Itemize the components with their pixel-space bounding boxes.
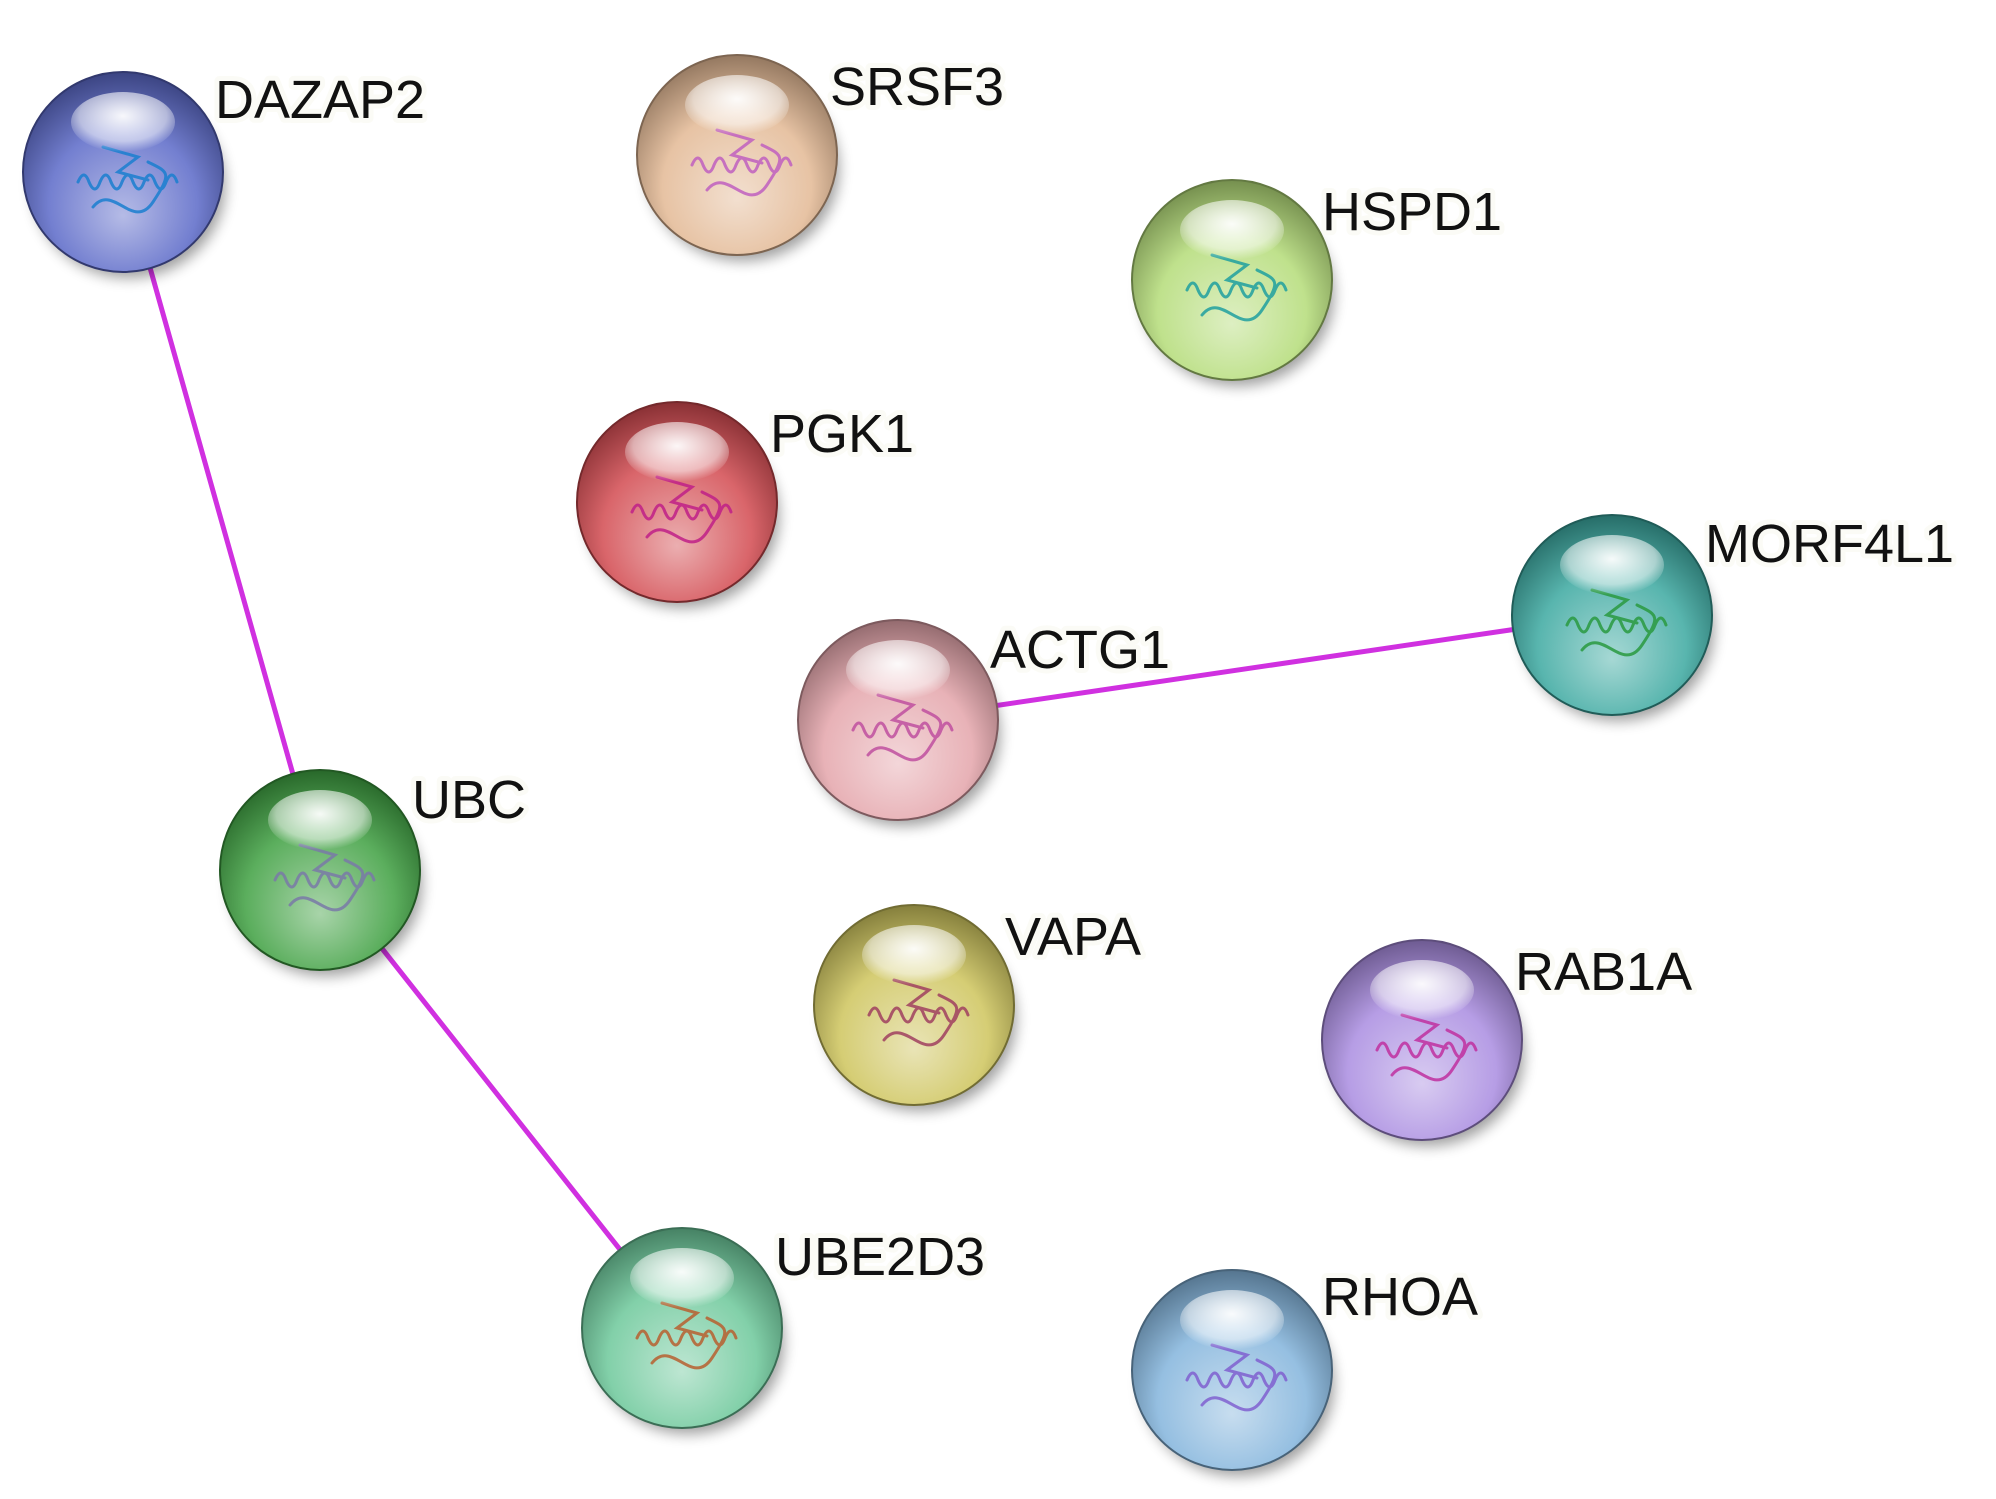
node-label-pgk1: PGK1 — [770, 404, 914, 464]
node-actg1[interactable]: ACTG1 — [797, 615, 1175, 826]
node-highlight — [71, 92, 175, 152]
protein-structure-icon — [867, 978, 970, 1047]
node-ube2d3[interactable]: UBE2D3 — [581, 1222, 990, 1434]
node-highlight — [1370, 960, 1474, 1020]
node-morf4l1[interactable]: MORF4L1 — [1511, 509, 1959, 721]
protein-structure-icon — [851, 693, 954, 762]
node-label-vapa: VAPA — [1005, 907, 1141, 967]
node-highlight — [1180, 200, 1284, 260]
node-label-dazap2: DAZAP2 — [215, 70, 425, 130]
node-highlight — [630, 1248, 734, 1308]
node-dazap2[interactable]: DAZAP2 — [22, 65, 430, 278]
protein-structure-icon — [1565, 588, 1668, 657]
node-label-ubc: UBC — [412, 770, 526, 830]
node-rhoa[interactable]: RHOA — [1131, 1262, 1483, 1476]
node-label-rab1a: RAB1A — [1515, 942, 1692, 1002]
node-label-morf4l1: MORF4L1 — [1705, 514, 1954, 574]
node-hspd1[interactable]: HSPD1 — [1131, 177, 1507, 386]
node-highlight — [268, 790, 372, 850]
node-vapa[interactable]: VAPA — [813, 902, 1146, 1111]
edge-dazap2-ubc[interactable] — [120, 169, 323, 873]
node-label-hspd1: HSPD1 — [1322, 182, 1502, 242]
node-highlight — [625, 422, 729, 482]
edge-actg1-morf4l1[interactable] — [895, 612, 1615, 723]
node-label-ube2d3: UBE2D3 — [775, 1227, 985, 1287]
node-pgk1[interactable]: PGK1 — [576, 399, 919, 608]
protein-structure-icon — [630, 475, 733, 544]
node-highlight — [1180, 1290, 1284, 1350]
node-highlight — [846, 640, 950, 700]
node-highlight — [685, 75, 789, 135]
protein-structure-icon — [1185, 253, 1288, 322]
protein-structure-icon — [1185, 1343, 1288, 1412]
node-srsf3[interactable]: SRSF3 — [636, 52, 1009, 261]
protein-structure-icon — [76, 145, 179, 214]
protein-structure-icon — [273, 843, 376, 912]
node-label-srsf3: SRSF3 — [830, 57, 1004, 117]
protein-structure-icon — [635, 1301, 738, 1370]
node-ubc[interactable]: UBC — [219, 765, 531, 976]
node-highlight — [1560, 535, 1664, 595]
node-highlight — [862, 925, 966, 985]
protein-structure-icon — [1375, 1013, 1478, 1082]
node-rab1a[interactable]: RAB1A — [1321, 937, 1697, 1146]
protein-structure-icon — [690, 128, 793, 197]
node-label-actg1: ACTG1 — [990, 620, 1170, 680]
node-label-rhoa: RHOA — [1322, 1267, 1478, 1327]
